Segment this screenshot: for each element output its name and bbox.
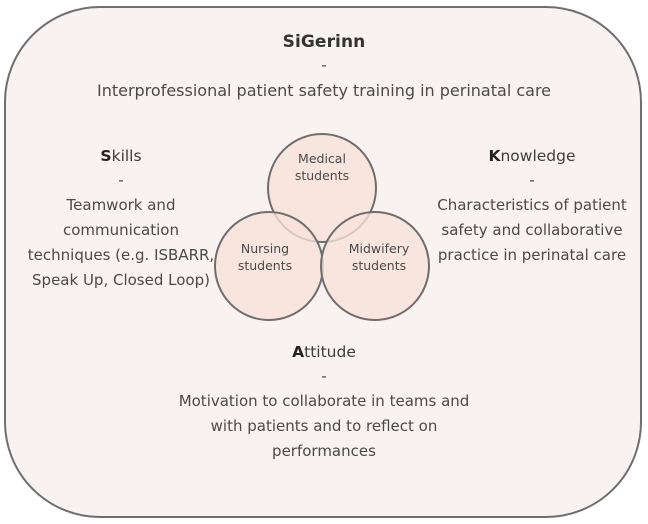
venn-label-midwifery-line1: Midwifery xyxy=(348,241,410,256)
attitude-body: Motivation to collaborate in teams and w… xyxy=(178,392,470,460)
venn-circle-medical xyxy=(267,133,377,243)
page-title: SiGerinn xyxy=(282,32,366,52)
attitude-block: Attitude - Motivation to collaborate in … xyxy=(164,340,484,464)
knowledge-separator: - xyxy=(529,171,535,189)
knowledge-heading-rest: nowledge xyxy=(500,147,576,165)
venn-label-medical-line1: Medical xyxy=(298,151,346,166)
attitude-lead-letter: A xyxy=(292,343,305,361)
skills-heading-rest: kills xyxy=(111,147,142,165)
skills-separator: - xyxy=(118,171,124,189)
knowledge-heading: Knowledge xyxy=(432,144,632,168)
header-subtitle: Interprofessional patient safety trainin… xyxy=(96,81,552,100)
knowledge-body: Characteristics of patient safety and co… xyxy=(437,196,627,264)
venn-circle-midwifery xyxy=(320,211,430,321)
knowledge-block: Knowledge - Characteristics of patient s… xyxy=(432,144,632,268)
venn-label-midwifery-line2: students xyxy=(351,258,407,273)
skills-block: Skills - Teamwork and communication tech… xyxy=(22,144,220,293)
venn-label-nursing-line2: students xyxy=(237,258,293,273)
venn-label-medical-line2: students xyxy=(294,168,350,183)
venn-diagram: Medical students Nursing students Midwif… xyxy=(211,130,433,326)
header-block: SiGerinn - Interprofessional patient saf… xyxy=(0,30,648,104)
venn-label-nursing: Nursing students xyxy=(217,240,313,274)
header-separator: - xyxy=(321,56,327,74)
attitude-separator: - xyxy=(321,367,327,385)
knowledge-lead-letter: K xyxy=(488,147,501,165)
venn-label-midwifery: Midwifery students xyxy=(329,240,429,274)
attitude-heading: Attitude xyxy=(164,340,484,364)
skills-body: Teamwork and communication techniques (e… xyxy=(27,196,215,289)
venn-label-nursing-line1: Nursing xyxy=(240,241,290,256)
skills-heading: Skills xyxy=(22,144,220,168)
venn-svg xyxy=(214,133,430,321)
skills-lead-letter: S xyxy=(100,147,112,165)
attitude-heading-rest: ttitude xyxy=(304,343,356,361)
venn-label-medical: Medical students xyxy=(272,150,372,184)
